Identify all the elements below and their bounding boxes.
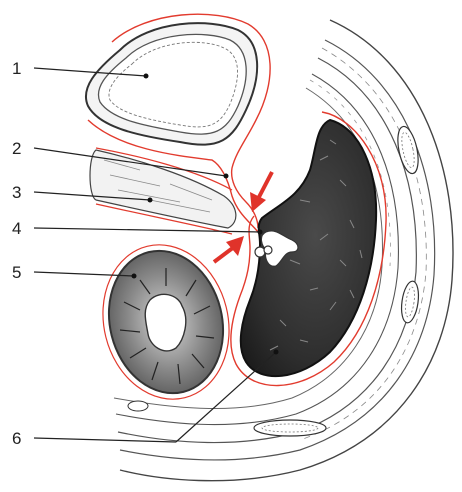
arrow-lower — [214, 236, 244, 262]
label-5: 5 — [12, 263, 21, 282]
label-6: 6 — [12, 429, 21, 448]
label-2: 2 — [12, 139, 21, 158]
label-3: 3 — [12, 183, 21, 202]
hilum-vessel-2 — [264, 246, 272, 254]
hilum-vessel-1 — [255, 247, 265, 257]
label-4: 4 — [12, 219, 21, 238]
organ-1-hollow-viscus — [86, 23, 257, 145]
label-1: 1 — [12, 59, 21, 78]
arrow-upper — [250, 172, 272, 212]
organ-6-solid-organ — [231, 112, 386, 386]
